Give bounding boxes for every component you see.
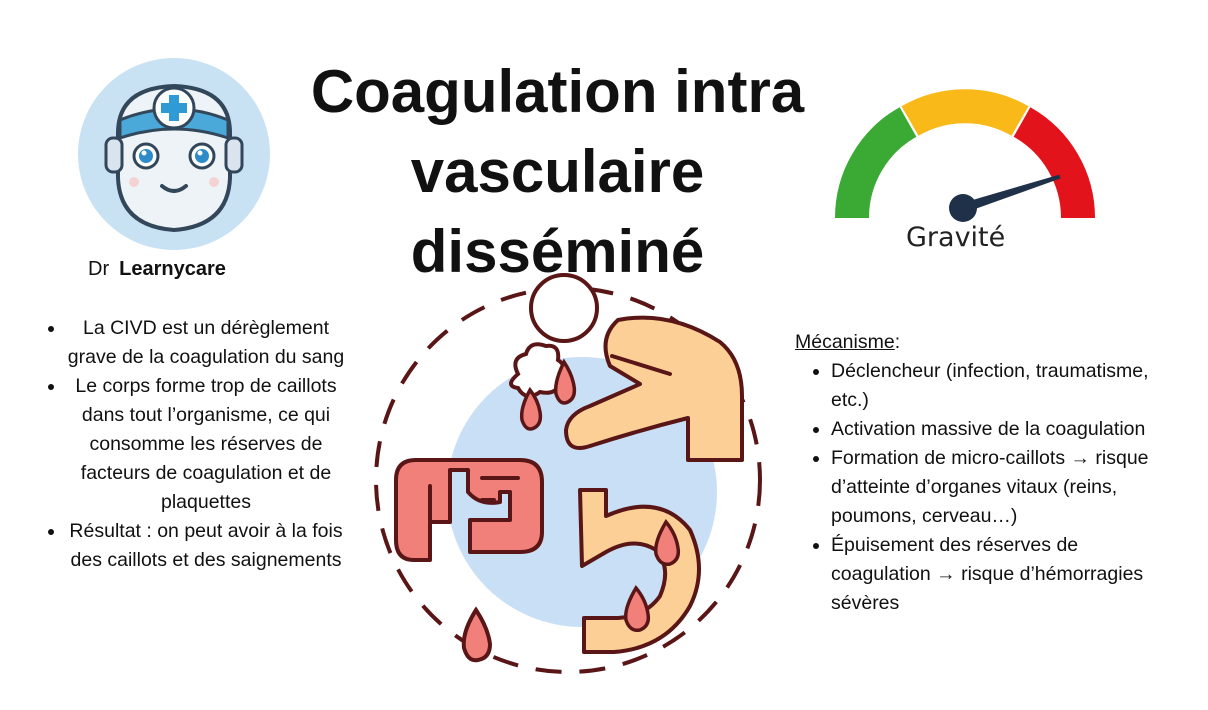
mechanism-list: Déclencheur (infection, traumatisme, etc…	[795, 357, 1175, 618]
brand-prefix: Dr	[88, 258, 110, 280]
summary-item: La CIVD est un dérèglement grave de la c…	[66, 314, 346, 372]
mechanism-item: Formation de micro-caillots → risque d’a…	[831, 444, 1175, 531]
brand-name: Learnycare	[119, 258, 226, 280]
summary-item: Le corps forme trop de caillots dans tou…	[66, 372, 346, 517]
severity-gauge-icon	[834, 89, 1096, 222]
summary-item: Résultat : on peut avoir à la fois des c…	[66, 517, 346, 575]
gauge-label: Gravité	[906, 222, 1006, 253]
mechanism-item: Déclencheur (infection, traumatisme, etc…	[831, 357, 1175, 415]
mechanism-title: Mécanisme	[795, 331, 895, 353]
blood-drop-icon	[623, 584, 651, 633]
dic-illustration	[374, 273, 762, 674]
gauge-needle	[961, 174, 1061, 213]
summary-list: La CIVD est un dérèglement grave de la c…	[28, 314, 346, 575]
mechanism-heading: Mécanisme:	[795, 328, 1175, 357]
gauge-green-segment	[834, 107, 917, 219]
title-line-2: vasculaire	[410, 138, 705, 205]
blood-drop-icon	[519, 386, 543, 431]
person-head-icon	[529, 273, 599, 343]
mechanism-section: Mécanisme: Déclencheur (infection, traum…	[795, 328, 1175, 618]
gauge-yellow-segment	[901, 89, 1029, 136]
person-body-icon	[564, 315, 744, 462]
mechanism-item: Activation massive de la coagulation	[831, 415, 1175, 444]
page-title: Coagulation intra vasculaire disséminé	[280, 52, 835, 292]
mechanism-colon: :	[894, 331, 901, 353]
blood-drop-icon	[553, 358, 577, 405]
brand-label: Dr Learnycare	[88, 258, 226, 281]
mechanism-item: Épuisement des réserves de coagulation →…	[831, 531, 1175, 618]
doctor-robot-avatar-icon	[78, 58, 270, 250]
intestine-icon	[394, 458, 544, 562]
title-line-1: Coagulation intra	[310, 58, 805, 125]
blood-drop-icon	[461, 606, 493, 663]
blood-drop-icon	[653, 518, 681, 567]
gauge-red-segment	[1013, 107, 1096, 219]
